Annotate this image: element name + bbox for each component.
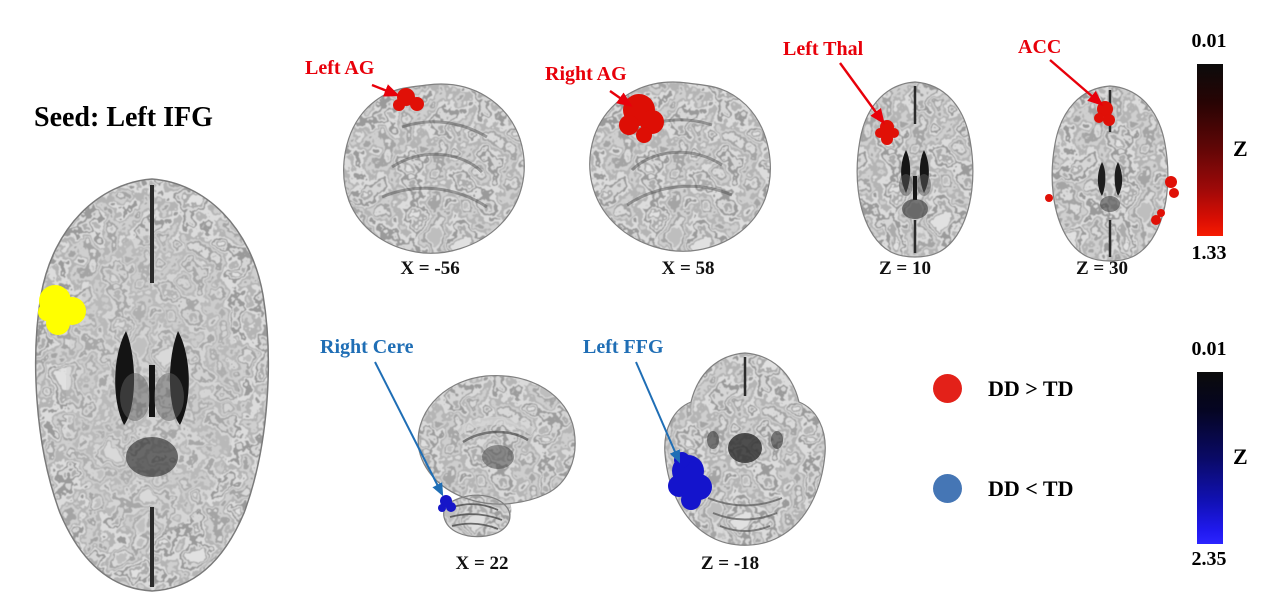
slice-acc: ACC Z = 30 <box>1010 30 1195 285</box>
colorbar-red <box>1197 64 1223 236</box>
legend-label-dd-lt-td: DD < TD <box>988 475 1074 501</box>
arrow-right-cere <box>374 361 444 497</box>
region-label-acc: ACC <box>1018 36 1062 58</box>
slice-right-cere: Right Cere <box>315 330 585 580</box>
legend-item-dd-lt-td: DD < TD <box>933 474 1073 503</box>
seed-cluster-left-ifg <box>38 285 86 335</box>
brain-slice-svg <box>374 361 576 538</box>
slice-left-ffg: Left FFG <box>580 330 840 580</box>
colorbar-blue-min-label: 2.35 <box>1191 548 1227 570</box>
colorbar-blue-max-label: 0.01 <box>1191 338 1227 360</box>
colorbar-red-min-label: 1.33 <box>1191 242 1227 264</box>
cluster-left-ffg <box>668 452 712 510</box>
coordinate-label: X = 22 <box>455 553 509 574</box>
arrow-acc <box>1049 59 1104 107</box>
region-label-right-cere: Right Cere <box>320 336 414 358</box>
region-label-left-ag: Left AG <box>305 57 375 79</box>
arrow-left-ag <box>371 83 400 97</box>
arrow-left-thal <box>839 62 885 125</box>
slice-left-thal: Left Thal <box>780 30 1000 285</box>
colorbar-blue <box>1197 372 1223 544</box>
slice-left-ag: Left AG X = -56 <box>300 55 545 285</box>
coordinate-label: X = 58 <box>661 258 715 279</box>
cluster-left-ag <box>393 88 424 111</box>
colorbar-red-axis-label: Z <box>1233 136 1248 161</box>
legend-dot-blue <box>933 474 962 503</box>
brain-slice-svg <box>343 83 525 254</box>
slice-right-ag: Right AG X = 58 <box>540 55 790 285</box>
arrow-right-ag <box>609 90 633 107</box>
legend-item-dd-gt-td: DD > TD <box>933 374 1073 403</box>
seed-brain-slice <box>5 165 300 600</box>
legend-label-dd-gt-td: DD > TD <box>988 375 1074 401</box>
seed-title: Seed: Left IFG <box>34 102 213 133</box>
colorbar-red-max-label: 0.01 <box>1191 30 1227 52</box>
seed-brain-svg <box>34 178 270 592</box>
legend-dot-red <box>933 374 962 403</box>
region-label-left-ffg: Left FFG <box>583 336 664 358</box>
colorbar-blue-axis-label: Z <box>1233 444 1248 469</box>
coordinate-label: Z = 10 <box>879 258 931 279</box>
coordinate-label: Z = 30 <box>1076 258 1128 279</box>
region-label-left-thal: Left Thal <box>783 38 864 60</box>
brain-slice-svg <box>635 352 826 546</box>
coordinate-label: X = -56 <box>400 258 460 279</box>
brain-slice-svg <box>839 62 974 258</box>
cluster-right-ag <box>619 94 664 143</box>
region-label-right-ag: Right AG <box>545 63 627 85</box>
arrow-left-ffg <box>635 361 681 464</box>
brain-slice-svg <box>589 81 771 252</box>
cluster-right-cere <box>438 495 456 512</box>
brain-slice-svg <box>1045 59 1179 262</box>
coordinate-label: Z = -18 <box>700 553 760 574</box>
